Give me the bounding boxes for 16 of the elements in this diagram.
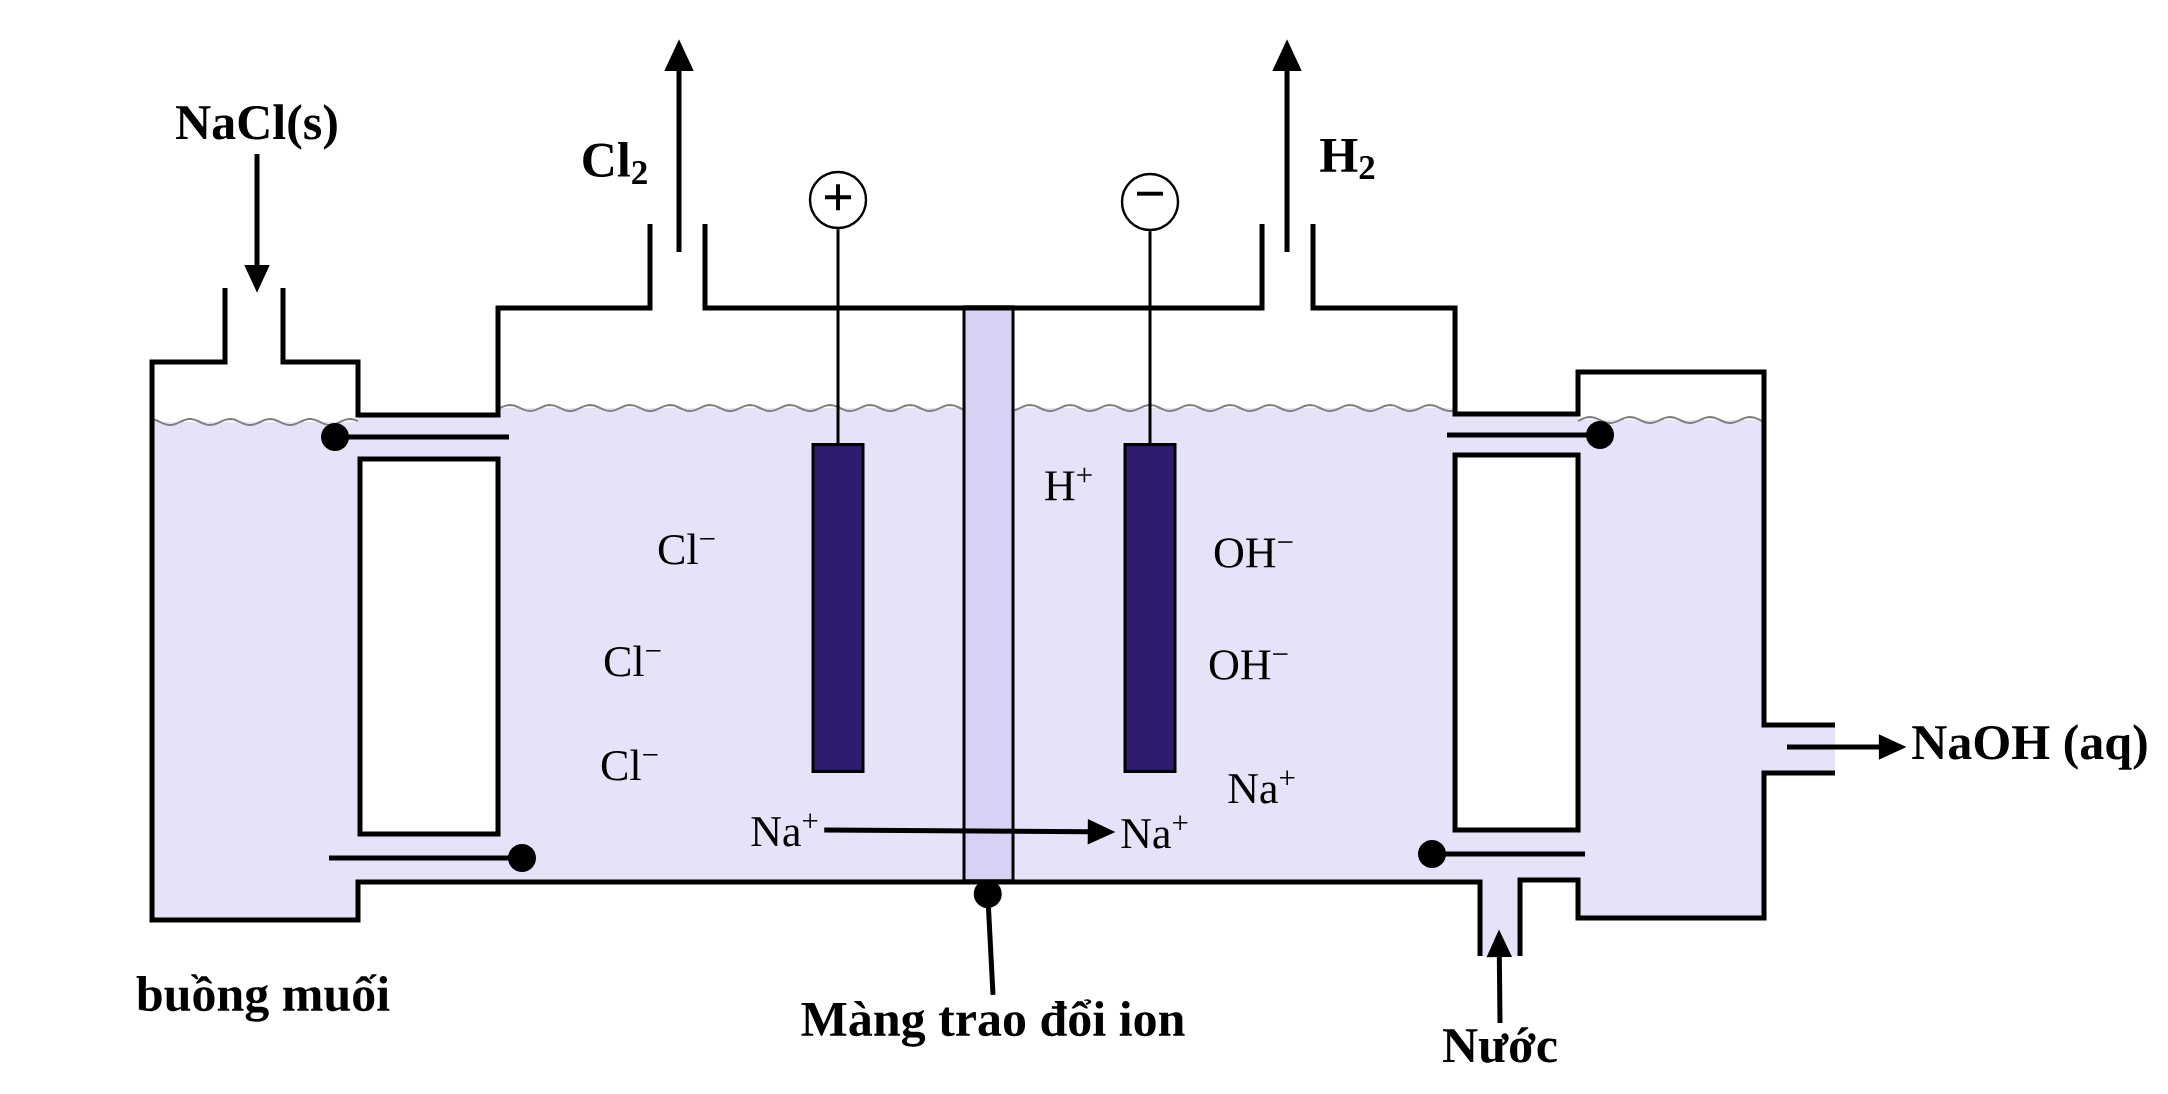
inlet-label: NaCl(s) [176, 104, 337, 150]
wire [1148, 231, 1152, 443]
ion-label: Cl$^{−}$ [601, 749, 658, 781]
ion-label: Na$^{+}$ [1228, 770, 1295, 804]
outlet-label: NaOH (aq) [1912, 724, 2147, 770]
chamber-label: buồng muối [136, 974, 390, 1022]
wire [836, 229, 840, 443]
ion-label: Cl$^{−}$ [604, 645, 661, 677]
electrode [1123, 443, 1177, 773]
electrode [811, 443, 865, 773]
inlet-label: Nước [1442, 1027, 1557, 1063]
ion-label: Na$^{+}$ [751, 813, 818, 847]
gas-label: Cl$_{2}$ [583, 141, 647, 185]
ion-label: Na$^{+}$ [1121, 815, 1188, 849]
membrane-label: Màng trao đổi ion [801, 999, 1185, 1047]
ion-label: OH$^{−}$ [1214, 538, 1293, 568]
